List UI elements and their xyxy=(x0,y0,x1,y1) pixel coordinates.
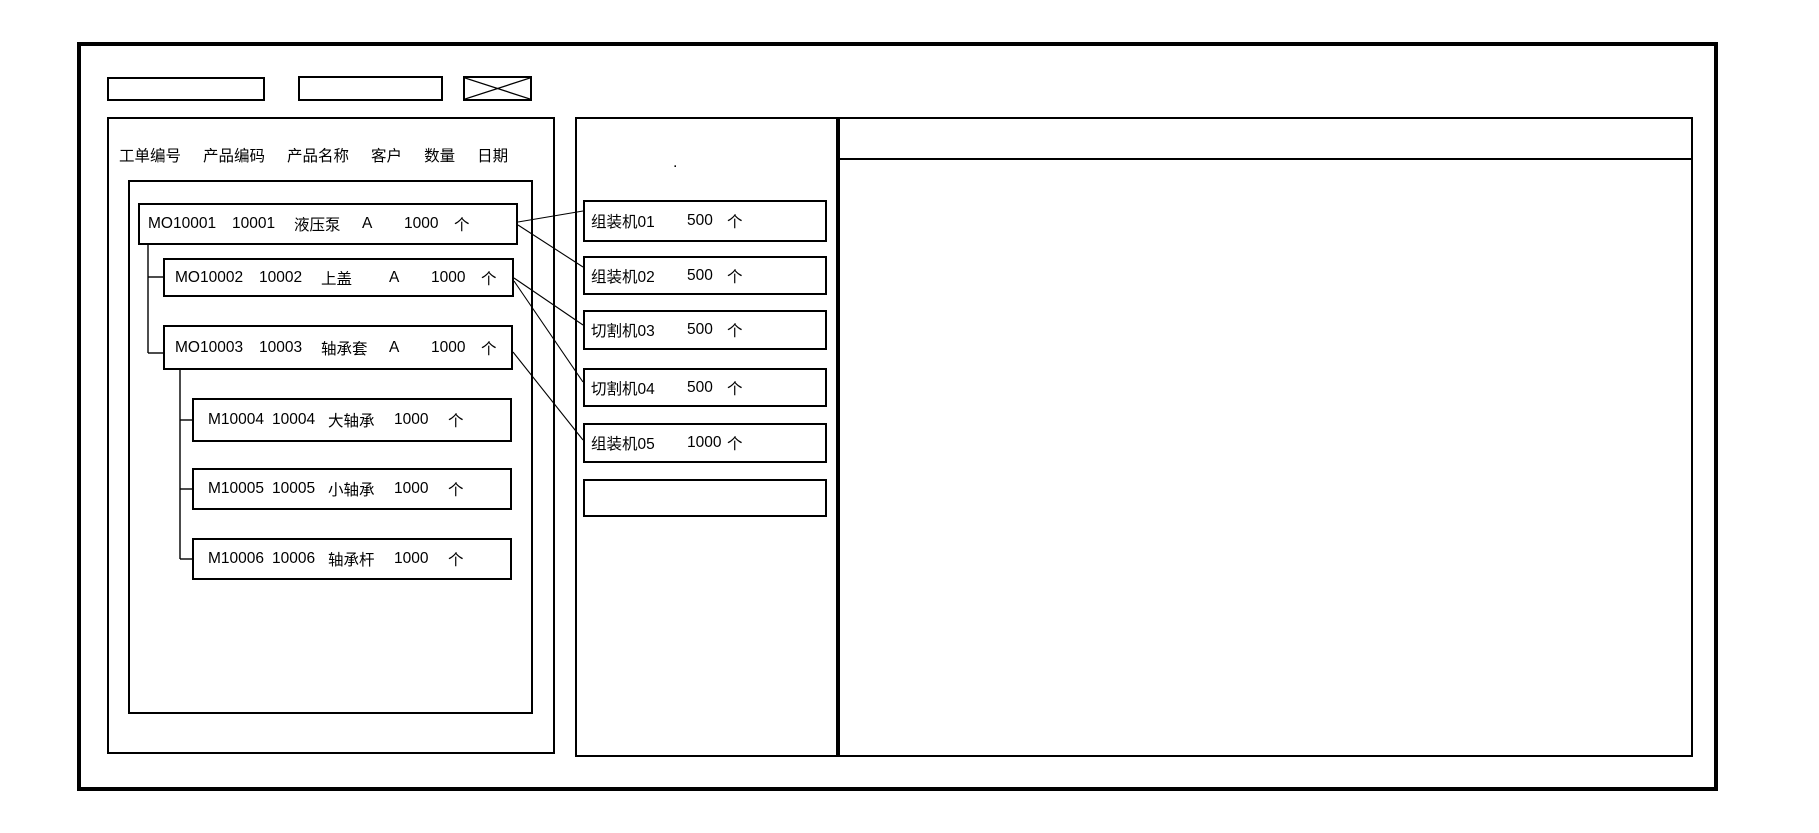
detail-panel xyxy=(838,117,1693,757)
machine-qty: 500 xyxy=(687,266,713,284)
machine-name: 组装机01 xyxy=(591,214,655,231)
order-no: MO10002 xyxy=(175,268,244,286)
order-node-m10005[interactable]: M10005 10005 小轴承 1000 个 xyxy=(192,468,512,510)
order-node-mo10003[interactable]: MO10003 10003 轴承套 A 1000 个 xyxy=(163,325,513,370)
order-node-m10004[interactable]: M10004 10004 大轴承 1000 个 xyxy=(192,398,512,442)
machine-name: 切割机04 xyxy=(591,380,655,398)
product-name: 液压泵 xyxy=(294,217,341,234)
header-product-code: 产品编码 xyxy=(203,148,266,165)
product-code: 10003 xyxy=(259,338,303,356)
header-product-name: 产品名称 xyxy=(287,148,350,165)
detail-panel-header xyxy=(840,119,1691,160)
quantity: 1000 xyxy=(404,215,439,232)
window-frame xyxy=(77,42,1718,791)
order-no: MO10001 xyxy=(148,215,217,232)
quantity: 1000 xyxy=(431,268,466,286)
header-order-no: 工单编号 xyxy=(119,148,182,165)
header-customer: 客户 xyxy=(371,148,403,165)
machine-name: 组装机05 xyxy=(591,436,655,453)
order-node-mo10002[interactable]: MO10002 10002 上盖 A 1000 个 xyxy=(163,258,514,297)
unit: 个 xyxy=(448,413,464,430)
quantity: 1000 xyxy=(394,411,429,428)
machine-box-01[interactable]: 组装机01 500 个 xyxy=(583,200,827,242)
product-name: 小轴承 xyxy=(328,482,375,499)
machine-box-05[interactable]: 组装机05 1000 个 xyxy=(583,423,827,463)
quantity: 1000 xyxy=(394,550,429,567)
machine-name: 切割机03 xyxy=(591,323,655,340)
machine-qty: 500 xyxy=(687,321,713,338)
product-name: 轴承套 xyxy=(321,340,368,358)
customer: A xyxy=(389,338,400,356)
product-code: 10005 xyxy=(272,480,316,497)
machine-qty: 500 xyxy=(687,212,713,229)
unit: 个 xyxy=(448,482,464,499)
product-name: 上盖 xyxy=(321,270,353,288)
close-button[interactable] xyxy=(463,76,532,101)
machine-qty: 500 xyxy=(687,378,713,396)
product-name: 轴承杆 xyxy=(328,552,375,569)
unit: 个 xyxy=(454,217,470,234)
product-name: 大轴承 xyxy=(328,413,375,430)
machine-name: 组装机02 xyxy=(591,268,655,286)
order-node-mo10001[interactable]: MO10001 10001 液压泵 A 1000 个 xyxy=(138,203,518,245)
unit: 个 xyxy=(727,323,743,340)
unit: 个 xyxy=(481,270,497,288)
product-code: 10002 xyxy=(259,268,303,286)
order-no: M10006 xyxy=(208,550,265,567)
unit: 个 xyxy=(727,380,743,398)
orders-tree-container xyxy=(128,180,533,714)
order-no: M10004 xyxy=(208,411,265,428)
toolbar-field-1[interactable] xyxy=(107,77,265,101)
machine-qty: 1000 xyxy=(687,434,722,451)
quantity: 1000 xyxy=(394,480,429,497)
customer: A xyxy=(389,268,400,286)
unit: 个 xyxy=(448,552,464,569)
header-qty: 数量 xyxy=(424,148,456,165)
orders-header-row: 工单编号 产品编码 产品名称 客户 数量 日期 xyxy=(119,144,508,166)
placeholder-dot: . xyxy=(673,154,678,171)
machine-box-empty[interactable] xyxy=(583,479,827,517)
unit: 个 xyxy=(727,214,743,231)
unit: 个 xyxy=(727,436,743,453)
machine-box-03[interactable]: 切割机03 500 个 xyxy=(583,310,827,350)
toolbar-field-2[interactable] xyxy=(298,76,443,101)
x-mark-icon xyxy=(465,78,530,99)
unit: 个 xyxy=(481,340,497,358)
customer: A xyxy=(362,215,373,232)
order-no: MO10003 xyxy=(175,338,244,356)
product-code: 10006 xyxy=(272,550,316,567)
product-code: 10004 xyxy=(272,411,316,428)
order-no: M10005 xyxy=(208,480,265,497)
header-date: 日期 xyxy=(477,148,509,165)
unit: 个 xyxy=(727,268,743,286)
quantity: 1000 xyxy=(431,338,466,356)
order-node-m10006[interactable]: M10006 10006 轴承杆 1000 个 xyxy=(192,538,512,580)
machine-box-04[interactable]: 切割机04 500 个 xyxy=(583,368,827,407)
product-code: 10001 xyxy=(232,215,276,232)
machine-box-02[interactable]: 组装机02 500 个 xyxy=(583,256,827,295)
